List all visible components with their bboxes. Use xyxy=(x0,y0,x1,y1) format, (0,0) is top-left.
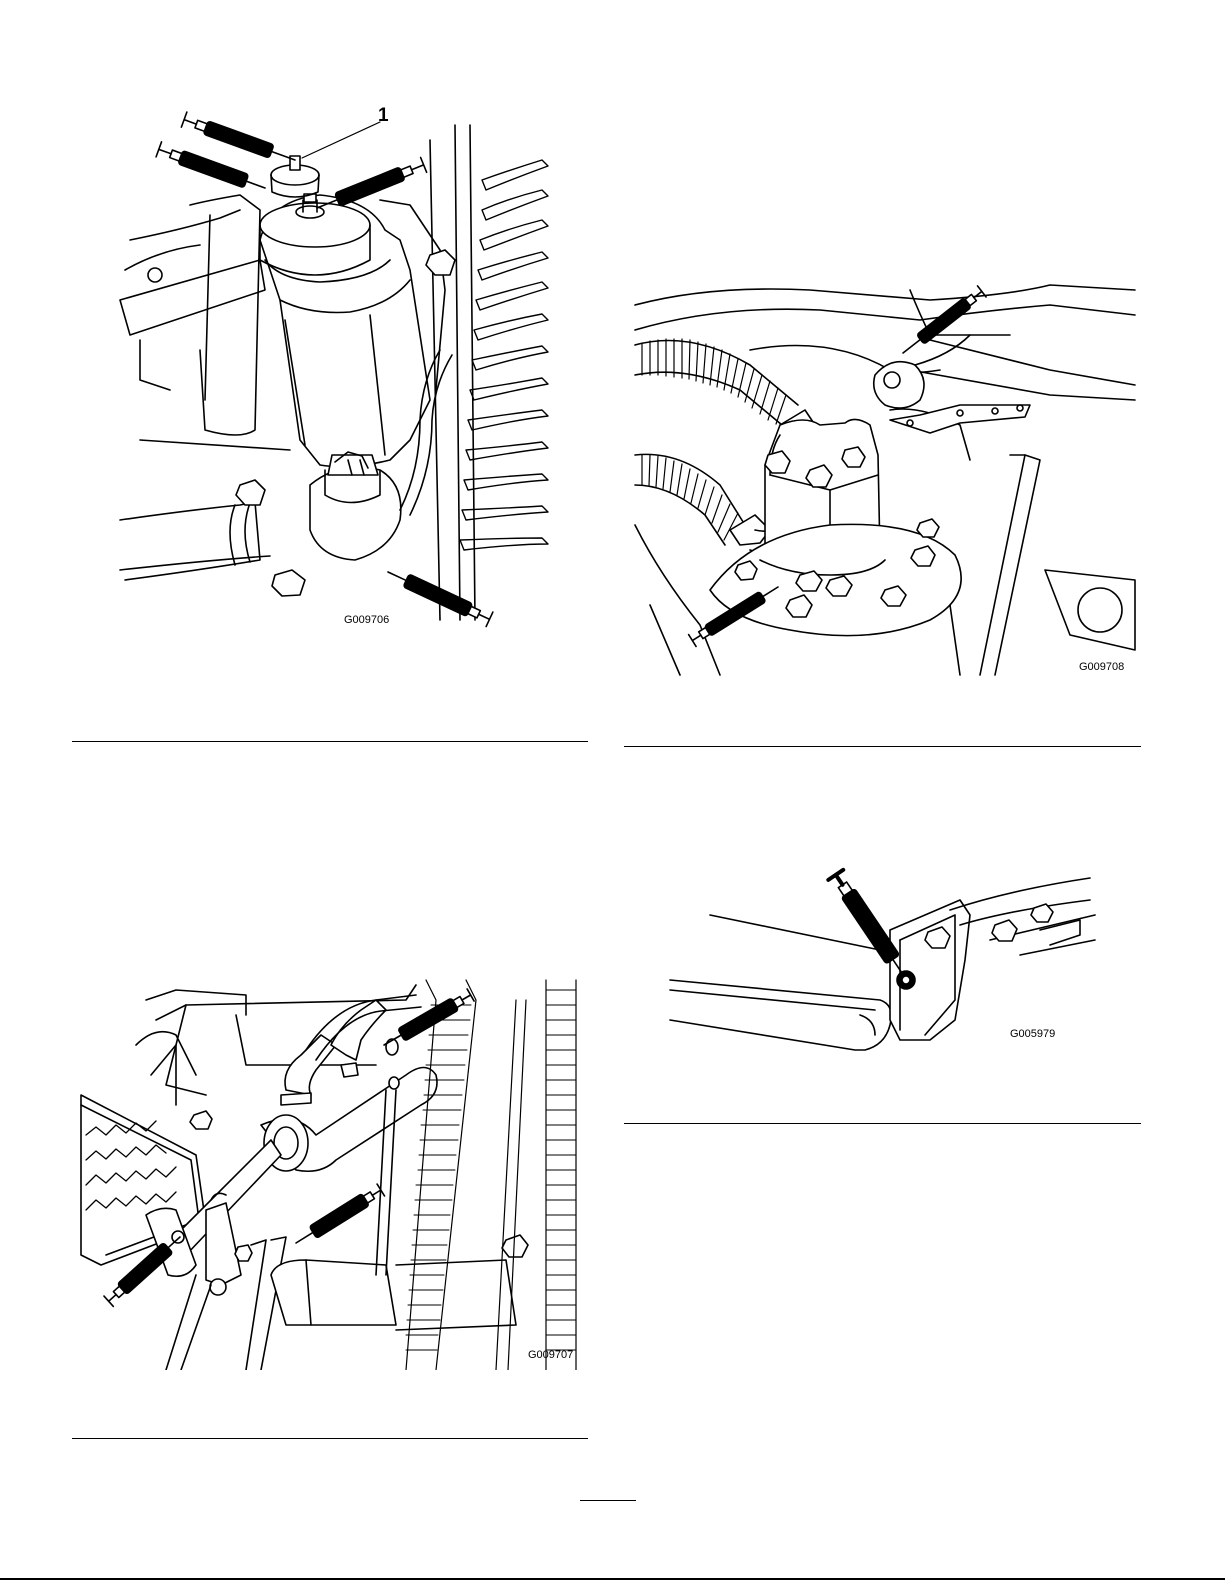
figure-divider xyxy=(624,746,1141,747)
figure-steering-cylinder: G009707 xyxy=(76,975,581,1370)
figure-divider xyxy=(72,1438,588,1439)
illustration-steering-gear xyxy=(110,100,580,640)
figure-code: G009708 xyxy=(1079,661,1124,673)
figure-divider xyxy=(624,1123,1141,1124)
page-number-rule xyxy=(580,1500,636,1501)
figure-code: G005979 xyxy=(1010,1028,1055,1040)
figure-steering-gear-top: 1 G009706 xyxy=(110,100,580,640)
figure-hydraulic-motor: G009708 xyxy=(630,275,1140,685)
callout-number: 1 xyxy=(378,105,389,127)
illustration-hydraulic-motor xyxy=(630,275,1140,685)
figure-axle-pivot: G005979 xyxy=(660,860,1100,1060)
illustration-steering-cylinder xyxy=(76,975,581,1370)
page-bottom-border xyxy=(0,1578,1225,1580)
figure-code: G009707 xyxy=(528,1349,573,1361)
figure-code: G009706 xyxy=(344,614,389,626)
figure-divider xyxy=(72,741,588,742)
